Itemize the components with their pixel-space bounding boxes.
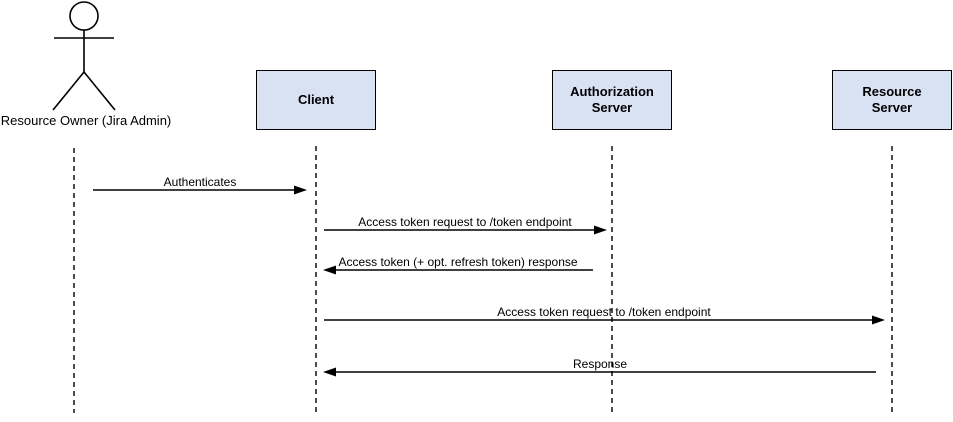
message-label-access-token-response: Access token (+ opt. refresh token) resp… — [338, 255, 578, 269]
actor-label-resource-owner: Resource Owner (Jira Admin) — [0, 113, 172, 128]
actor-head-icon — [69, 1, 99, 31]
message-label-response: Response — [572, 357, 628, 371]
participant-box-authorization-server: Authorization Server — [552, 70, 672, 130]
message-label-access-token-request-resource: Access token request to /token endpoint — [497, 305, 711, 319]
actor-figure-resource-owner — [52, 1, 116, 111]
message-arrow-response — [323, 367, 876, 377]
message-arrow-authenticates — [93, 185, 307, 195]
participant-label: Resource Server — [862, 83, 922, 115]
arrowhead-right-icon — [294, 185, 307, 195]
arrowhead-left-icon — [323, 367, 336, 377]
actor-left-leg-line — [52, 71, 85, 111]
participant-label: Authorization Server — [570, 83, 654, 115]
arrowhead-right-icon — [872, 315, 885, 325]
participant-box-client: Client — [256, 70, 376, 130]
message-label-access-token-request-auth: Access token request to /token endpoint — [358, 215, 572, 229]
arrowhead-left-icon — [323, 265, 336, 275]
message-arrow-access-token-request-auth — [324, 225, 607, 235]
message-arrow-access-token-request-resource — [324, 315, 885, 325]
message-label-authenticates: Authenticates — [163, 175, 237, 189]
arrowhead-right-icon — [594, 225, 607, 235]
participant-box-resource-server: Resource Server — [832, 70, 952, 130]
participant-label: Client — [297, 91, 335, 107]
actor-right-leg-line — [83, 71, 116, 111]
message-arrow-access-token-response — [323, 265, 593, 275]
